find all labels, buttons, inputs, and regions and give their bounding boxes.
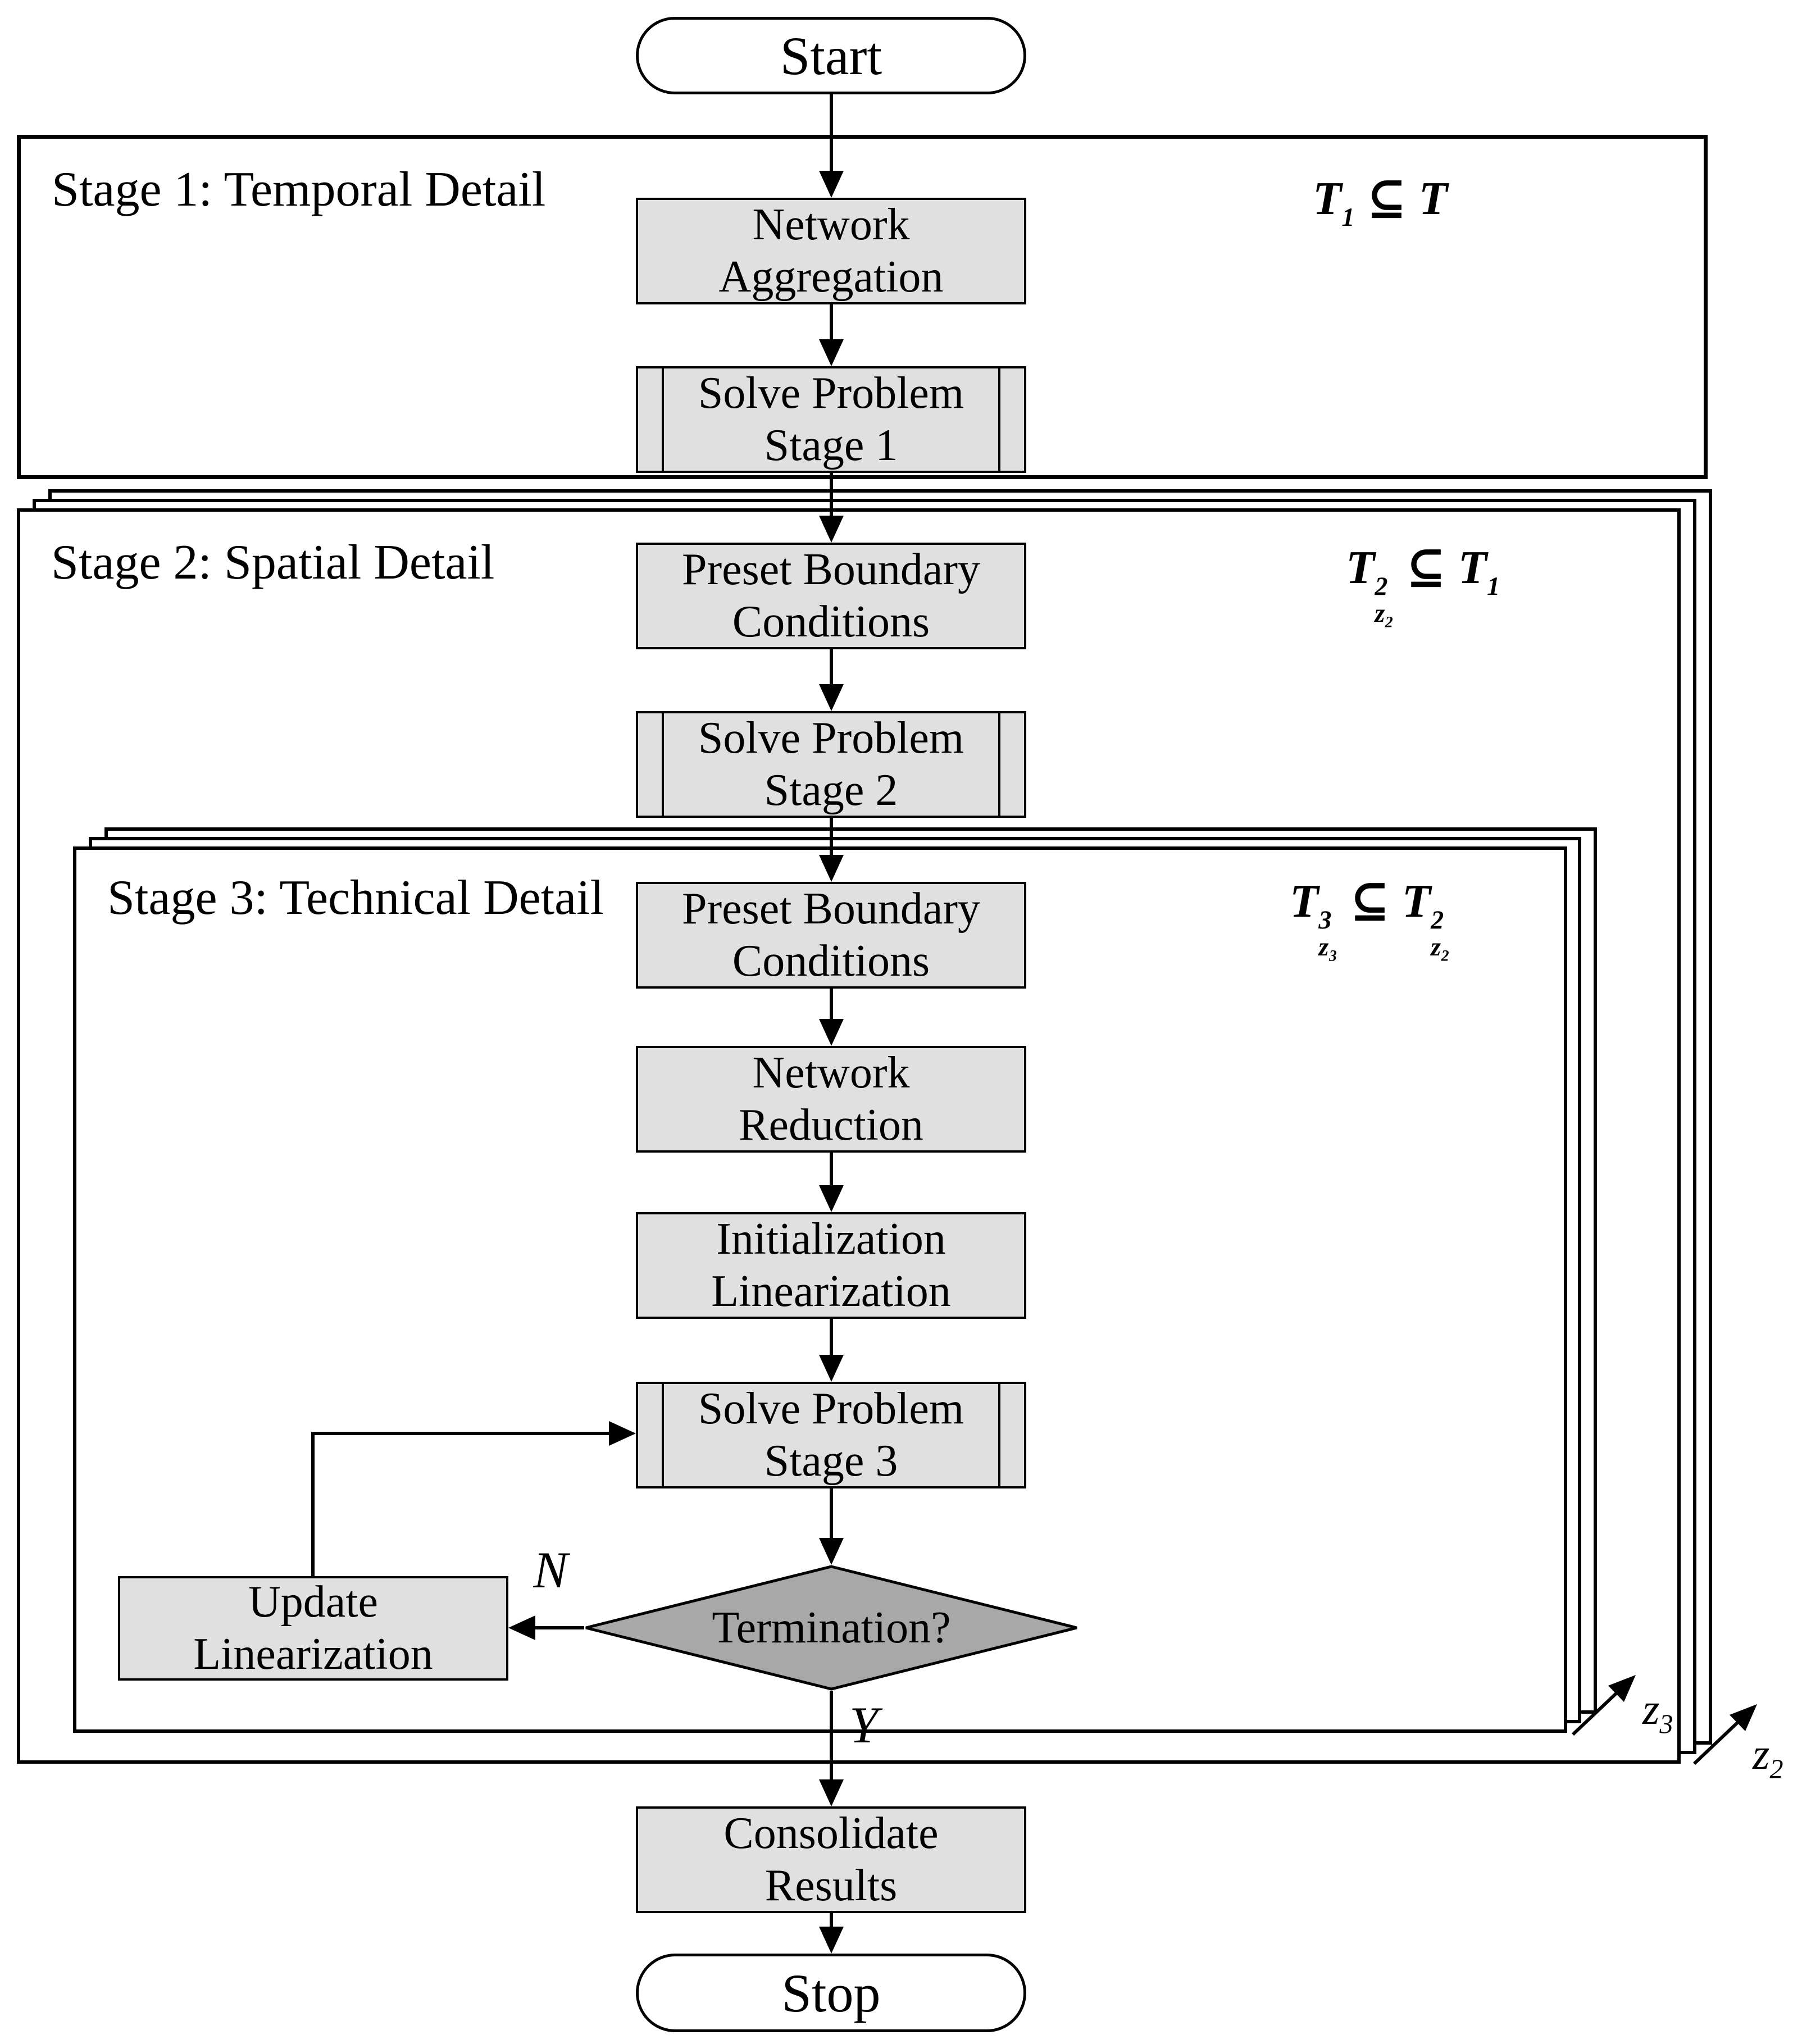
initialization-linearization-line1: Initialization — [716, 1214, 946, 1264]
initialization-linearization-line2: Linearization — [711, 1267, 951, 1316]
z3-iteration-label: z3 — [1642, 1684, 1673, 1740]
stop-label: Stop — [781, 1963, 881, 2023]
z3-base: z — [1642, 1685, 1660, 1733]
arrow-consolidate-to-stop — [819, 1913, 844, 1954]
consolidate-results-line1: Consolidate — [723, 1809, 939, 1859]
consolidate-results-box: Consolidate Results — [636, 1806, 1026, 1913]
stage2-annotation-lhs-sup: 2 — [1375, 571, 1388, 600]
stage3-annotation-rhs-sub: z₂ — [1431, 932, 1450, 962]
solve-problem-stage1-box: Solve Problem Stage 1 — [636, 366, 1026, 473]
termination-label: Termination? — [712, 1603, 951, 1653]
solve-problem-stage2-line2: Stage 2 — [764, 766, 898, 815]
network-reduction-box: Network Reduction — [636, 1046, 1026, 1153]
z3-sub: 3 — [1659, 1709, 1673, 1740]
z2-base: z — [1753, 1729, 1770, 1778]
solve-problem-stage3-line2: Stage 3 — [764, 1436, 898, 1486]
network-aggregation-line2: Aggregation — [718, 252, 944, 302]
z2-sub: 2 — [1769, 1754, 1783, 1784]
network-aggregation-line1: Network — [752, 200, 910, 250]
solve-problem-stage2-line1: Solve Problem — [698, 713, 964, 763]
solve-problem-stage3-box: Solve Problem Stage 3 — [636, 1382, 1026, 1488]
preset-boundary-conditions-stage2-box: Preset Boundary Conditions — [636, 543, 1026, 649]
stage2-annotation-rhs-sup: 1 — [1487, 571, 1500, 600]
termination-decision-diamond: Termination? — [584, 1565, 1079, 1691]
network-reduction-line2: Reduction — [739, 1100, 923, 1150]
update-linearization-box: Update Linearization — [118, 1576, 508, 1681]
update-linearization-line2: Linearization — [193, 1629, 433, 1679]
initialization-linearization-box: Initialization Linearization — [636, 1212, 1026, 1319]
subset-operator: ⊆ — [1367, 172, 1407, 225]
stage2-annotation-rhs-base: T — [1458, 541, 1487, 594]
no-branch-label: N — [533, 1541, 568, 1599]
stop-terminal: Stop — [636, 1954, 1026, 2032]
stage3-annotation-rhs-base: T — [1401, 875, 1431, 927]
stage3-annotation-lhs-sub: z₃ — [1318, 932, 1338, 962]
solve-problem-stage2-box: Solve Problem Stage 2 — [636, 711, 1026, 818]
stage2-label: Stage 2: Spatial Detail — [51, 535, 495, 590]
stage2-annotation-lhs-sub: z₂ — [1375, 599, 1394, 628]
stage3-annotation-lhs-sup: 3 — [1318, 905, 1332, 934]
update-linearization-line1: Update — [248, 1577, 378, 1627]
preset-boundary-stage3-line2: Conditions — [732, 936, 930, 986]
preset-boundary-stage3-line1: Preset Boundary — [681, 884, 980, 934]
stage3-annotation-lhs-base: T — [1290, 875, 1319, 927]
solve-problem-stage3-line1: Solve Problem — [698, 1384, 964, 1434]
stage1-annotation-rhs-base: T — [1418, 172, 1448, 225]
start-terminal: Start — [636, 17, 1026, 94]
preset-boundary-conditions-stage3-box: Preset Boundary Conditions — [636, 882, 1026, 989]
preset-boundary-stage2-line2: Conditions — [732, 597, 930, 647]
network-reduction-line1: Network — [752, 1048, 910, 1098]
solve-problem-stage1-line1: Solve Problem — [698, 368, 964, 418]
diamond-shape — [585, 1565, 1077, 1691]
stage3-annotation-rhs-sup: 2 — [1431, 905, 1444, 934]
stage1-annotation-lhs-base: T — [1313, 172, 1342, 225]
yes-branch-label: Y — [849, 1696, 879, 1754]
stage1-label: Stage 1: Temporal Detail — [52, 162, 546, 217]
stage3-label: Stage 3: Technical Detail — [107, 871, 604, 925]
preset-boundary-stage2-line1: Preset Boundary — [681, 545, 980, 595]
subset-operator: ⊆ — [1350, 875, 1390, 927]
solve-problem-stage1-line2: Stage 1 — [764, 421, 898, 470]
network-aggregation-box: Network Aggregation — [636, 198, 1026, 304]
start-label: Start — [780, 25, 882, 86]
stage2-annotation-lhs-base: T — [1346, 541, 1375, 594]
z2-iteration-label: z2 — [1753, 1729, 1783, 1785]
stage1-annotation-lhs-sup: 1 — [1341, 202, 1355, 231]
consolidate-results-line2: Results — [765, 1861, 898, 1910]
subset-operator: ⊆ — [1406, 541, 1446, 594]
